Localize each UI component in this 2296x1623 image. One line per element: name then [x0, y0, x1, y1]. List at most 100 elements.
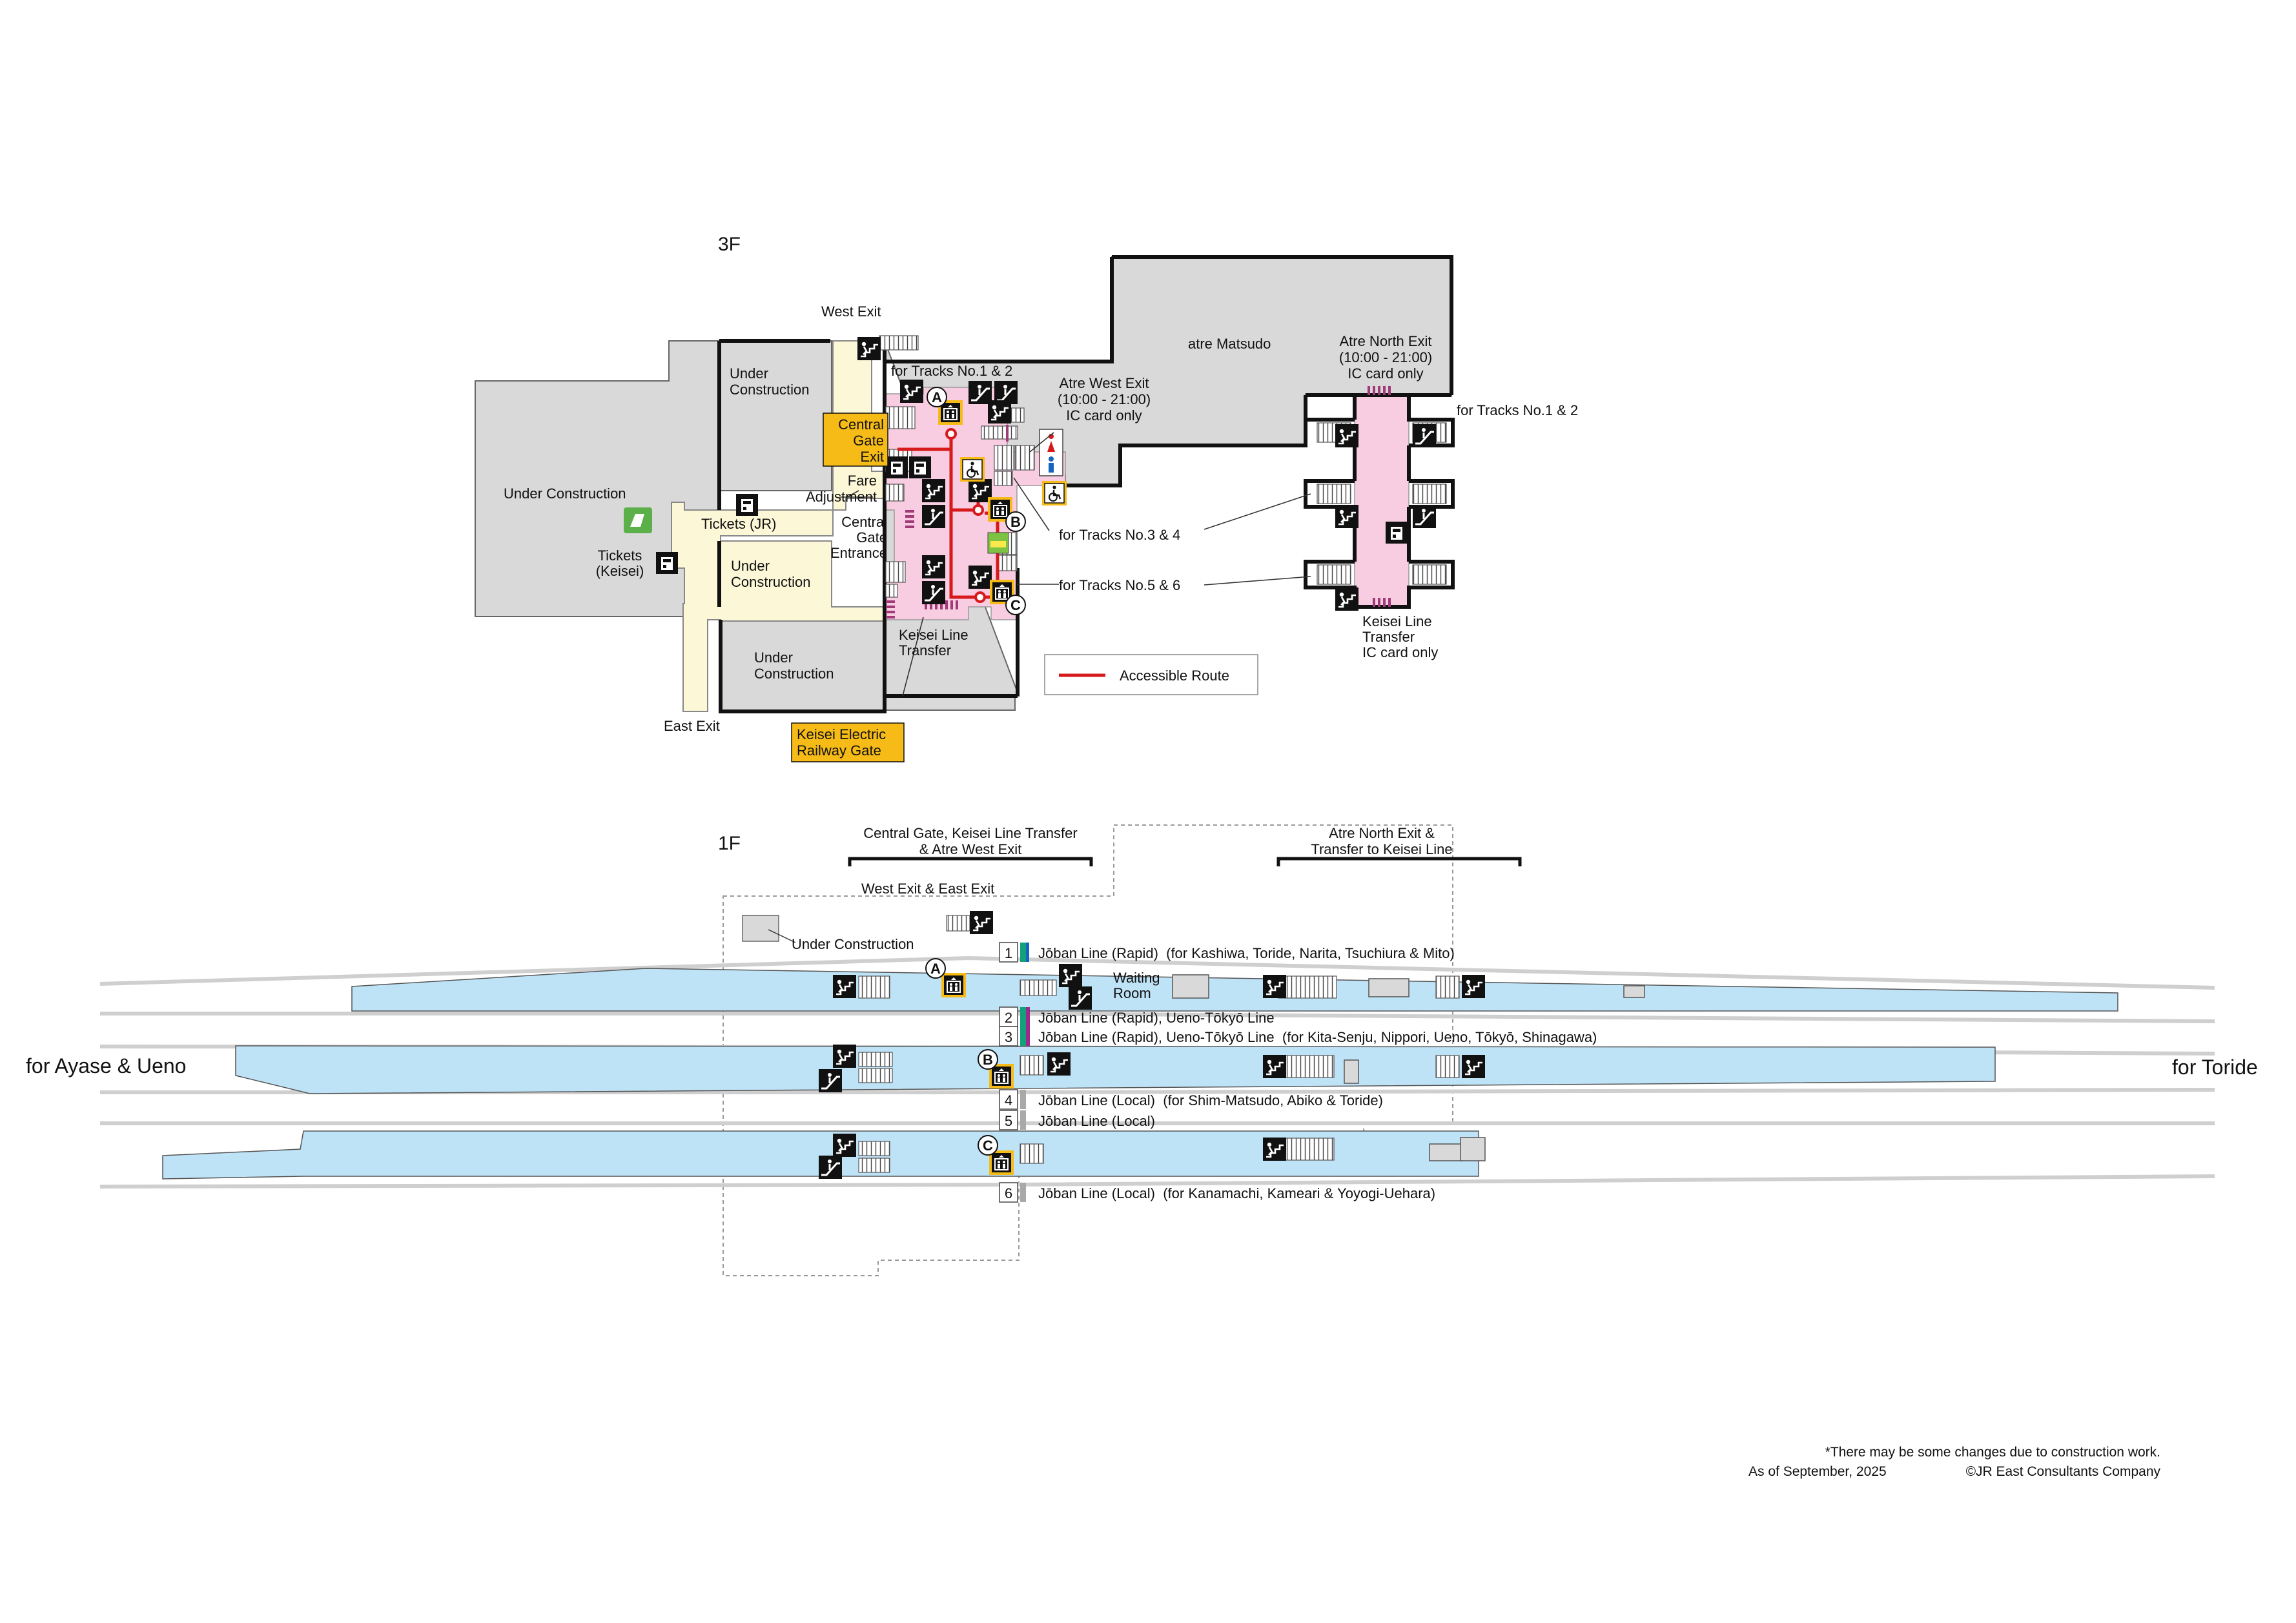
track-line-name: Jōban Line (Local) (for Kanamachi, Kamea… [1038, 1185, 1435, 1201]
for-ayase-ueno-label: for Ayase & Ueno [26, 1054, 186, 1077]
outer-walls-3f [717, 255, 1455, 713]
track-line-name: Jōban Line (Local) (for Shim-Matsudo, Ab… [1038, 1092, 1383, 1108]
ticket-machine-icon [656, 552, 678, 574]
tickets-jr-label: Tickets (JR) [701, 516, 777, 532]
station-building-outline [723, 824, 1453, 1276]
under-construction-1f-label: Under Construction [792, 936, 914, 952]
track-numbers: 1 2 3 4 5 6 [1005, 945, 1012, 1201]
track-number: 6 [1005, 1185, 1012, 1201]
west-east-exit-label: West Exit & East Exit [861, 881, 994, 897]
keisei-gate-box [791, 722, 905, 762]
platform-1-2 [351, 968, 2118, 1012]
stairs-icon [832, 1132, 857, 1158]
stairs-icon [832, 1043, 857, 1069]
toilet-icon [1039, 429, 1063, 476]
central-gate-transfer-label: Central Gate, Keisei Line Transfer& Atre… [863, 825, 1077, 857]
elevator-icon [941, 972, 967, 998]
stairs-icon [1334, 423, 1360, 449]
east-exit-label: East Exit [664, 718, 720, 734]
footer-date: As of September, 2025 [1748, 1464, 1887, 1479]
under-construction-leader [768, 929, 796, 943]
stairs-icon [1046, 1051, 1072, 1077]
stairs-icon [856, 336, 882, 362]
north-exit-paid-area [1354, 394, 1409, 607]
ticket-machine-icon [886, 456, 908, 478]
tickets-keisei-label: Tickets(Keisei) [596, 547, 644, 579]
for-tracks-56-label: for Tracks No.5 & 6 [1059, 577, 1180, 593]
stairs-blocks-1f [858, 915, 1460, 1173]
atre-matsudo-label: atre Matsudo [1188, 336, 1271, 352]
escalator-icon [817, 1068, 843, 1094]
track-number: 3 [1005, 1029, 1012, 1045]
platforms [162, 968, 2118, 1179]
footer-copyright: ©JR East Consultants Company [1966, 1464, 2161, 1479]
track-number: 1 [1005, 945, 1012, 961]
floor-label-3f: 3F [718, 234, 741, 255]
east-west-passage [671, 340, 885, 712]
stairs-icon [1262, 974, 1287, 999]
elevator-marker-a: A [932, 389, 942, 405]
stairs-icon [1334, 504, 1360, 529]
stairs-icon [921, 478, 947, 504]
stairs-icon [921, 554, 947, 580]
stairs-icon [1058, 963, 1083, 988]
escalator-icon [1067, 985, 1093, 1011]
wheelchair-icon [959, 456, 986, 483]
stairs-icon [1334, 586, 1360, 612]
for-toride-label: for Toride [2172, 1056, 2258, 1079]
locker-icon [987, 532, 1009, 554]
ticket-office-icon [736, 494, 758, 516]
elevator-markers-3f: A B C [927, 387, 1026, 615]
escalator-icon [921, 580, 947, 606]
ic-card-recharge-icon [624, 507, 652, 533]
stairs-icon [1262, 1136, 1287, 1162]
platform-structures-1f [1172, 974, 1645, 1161]
stairs-blocks-3f [879, 335, 1447, 598]
track-line-names: Jōban Line (Rapid) (for Kashiwa, Toride,… [1038, 945, 1597, 1201]
central-gate-exit-box [823, 413, 888, 467]
elevator-marker-c: C [1010, 597, 1021, 613]
ticket-machine-icon [1386, 522, 1408, 544]
track-line-name: Jōban Line (Rapid) (for Kashiwa, Toride,… [1038, 945, 1455, 961]
stairs-icon [969, 910, 994, 935]
concourse-areas-3f [475, 256, 1452, 711]
wheelchair-icon [1041, 480, 1068, 507]
for-tracks-34-label: for Tracks No.3 & 4 [1059, 527, 1180, 543]
floor-label-1f: 1F [718, 833, 741, 854]
stairs-icon [1461, 1054, 1486, 1079]
under-construction-nw-area [719, 340, 832, 491]
legend-accessible-route-label: Accessible Route [1120, 668, 1229, 684]
leader-lines-3f [839, 432, 1311, 697]
ticket-office-icon [909, 456, 931, 478]
for-tracks-12-label-a: for Tracks No.1 & 2 [891, 363, 1012, 379]
track-line-name: Jōban Line (Local) [1038, 1113, 1155, 1129]
elevator-marker-a-1f: A [930, 961, 941, 977]
track-line-name: Jōban Line (Rapid), Ueno-Tōkyō Line (for… [1038, 1029, 1597, 1045]
elevator-markers-1f: A B C [925, 958, 998, 1156]
atre-west-exit-label: Atre West Exit(10:00 - 21:00)IC card onl… [1058, 375, 1151, 424]
under-construction-west-label: Under Construction [504, 485, 626, 502]
stairs-icon [987, 399, 1012, 425]
stairs-icon [899, 378, 925, 404]
under-construction-box-1f [742, 915, 779, 942]
escalator-icon [1411, 423, 1437, 449]
atre-north-exit-label: Atre North Exit(10:00 - 21:00)IC card on… [1339, 333, 1432, 382]
escalator-icon [817, 1154, 843, 1180]
section-brackets [848, 857, 1522, 866]
west-exit-label: West Exit [821, 303, 881, 320]
track-number: 2 [1005, 1010, 1012, 1026]
atre-north-transfer-label: Atre North Exit &Transfer to Keisei Line [1311, 825, 1452, 857]
track-number: 5 [1005, 1113, 1012, 1129]
track-markers [999, 942, 1030, 1203]
legend-box [1044, 654, 1258, 695]
escalator-icon [921, 504, 947, 529]
